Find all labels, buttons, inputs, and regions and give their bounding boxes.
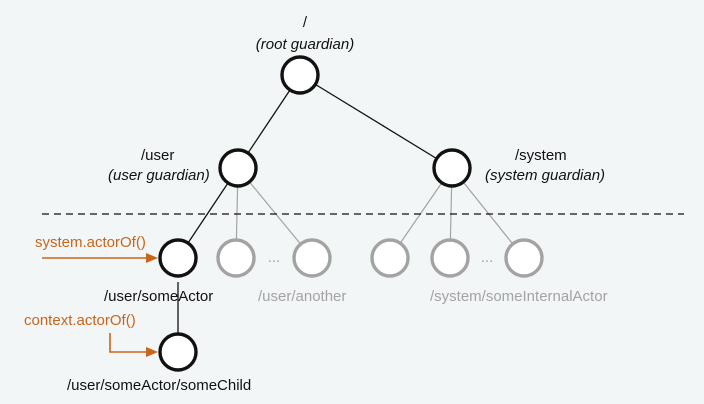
internal-path-label: /system/someInternalActor (430, 288, 608, 305)
node-user-child-3 (292, 238, 332, 278)
context-actorof-annotation: context.actorOf() (24, 312, 136, 329)
node-user-child-2 (216, 238, 256, 278)
system-actorof-annotation: system.actorOf() (35, 234, 146, 251)
user-path-label: /user (141, 147, 174, 164)
node-user-guardian (218, 148, 258, 188)
system-path-label: /system (515, 147, 567, 164)
system-children-ellipsis: ... (481, 249, 494, 266)
some-child-path-label: /user/someActor/someChild (67, 377, 251, 394)
node-system-guardian (432, 148, 472, 188)
nodes (158, 55, 544, 372)
node-system-child-1 (370, 238, 410, 278)
node-some-actor (158, 238, 198, 278)
root-path-label: / (303, 14, 308, 31)
annotation-arrows (42, 257, 148, 353)
another-path-label: /user/another (258, 288, 346, 305)
root-role-label: (root guardian) (256, 36, 354, 53)
node-root-guardian (280, 55, 320, 95)
system-role-label: (system guardian) (485, 167, 605, 184)
user-role-label: (user guardian) (108, 167, 210, 184)
some-actor-path-label: /user/someActor (104, 288, 213, 305)
arrow-context-actorof-line (109, 333, 148, 353)
arrow-system-actorof-head (146, 253, 158, 263)
edges-primary (177, 74, 453, 352)
node-some-child (158, 332, 198, 372)
node-system-child-3 (504, 238, 544, 278)
edge-root-system (299, 74, 453, 169)
user-children-ellipsis: ... (268, 249, 281, 266)
node-system-child-2 (430, 238, 470, 278)
arrow-context-actorof-head (146, 347, 158, 357)
